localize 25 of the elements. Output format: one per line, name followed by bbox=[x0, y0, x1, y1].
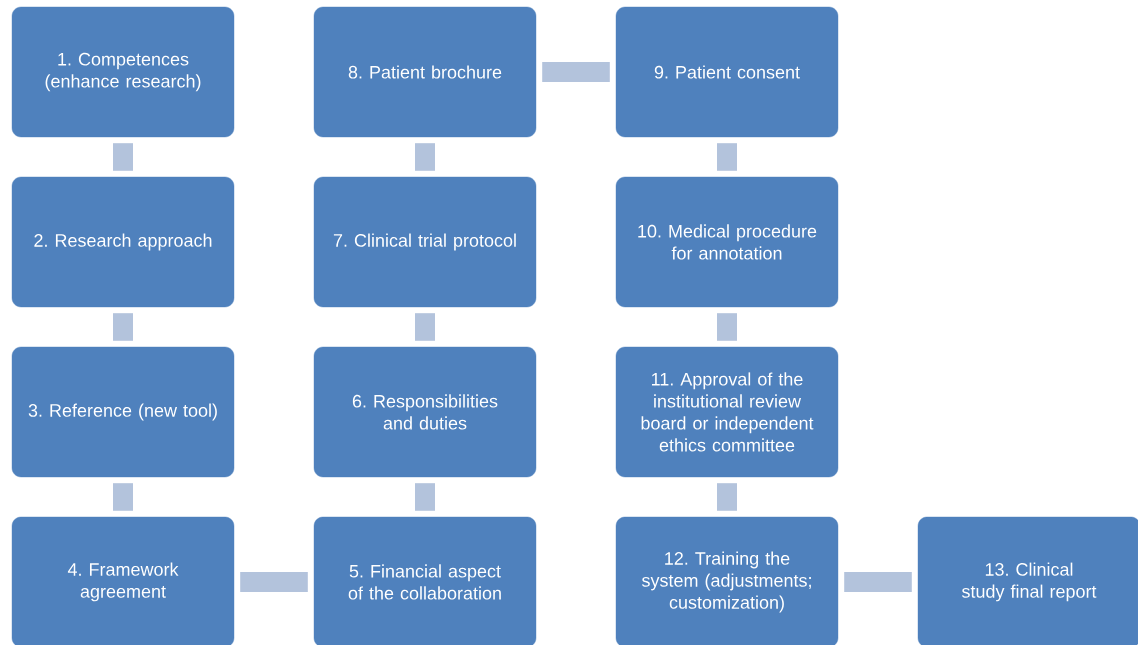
connector-bar bbox=[717, 313, 737, 341]
process-box: 8. Patient brochure bbox=[313, 6, 537, 138]
connector-bar bbox=[113, 313, 133, 341]
process-box: 12. Training the system (adjustments; customization) bbox=[615, 516, 839, 645]
connector-bar bbox=[717, 143, 737, 171]
process-box: 11. Approval of the institutional review board or independent ethics committee bbox=[615, 346, 839, 478]
process-box: 4. Framework agreement bbox=[11, 516, 235, 645]
process-box: 9. Patient consent bbox=[615, 6, 839, 138]
connector-bar bbox=[240, 572, 308, 592]
connector-bar bbox=[415, 313, 435, 341]
process-box: 5. Financial aspect of the collaboration bbox=[313, 516, 537, 645]
process-box: 10. Medical procedure for annotation bbox=[615, 176, 839, 308]
connector-bar bbox=[542, 62, 610, 82]
process-box: 2. Research approach bbox=[11, 176, 235, 308]
connector-bar bbox=[113, 483, 133, 511]
process-box: 7. Clinical trial protocol bbox=[313, 176, 537, 308]
process-box: 6. Responsibilities and duties bbox=[313, 346, 537, 478]
connector-bar bbox=[415, 483, 435, 511]
process-box: 13. Clinical study final report bbox=[917, 516, 1138, 645]
connector-bar bbox=[844, 572, 912, 592]
connector-bar bbox=[717, 483, 737, 511]
connector-bar bbox=[113, 143, 133, 171]
process-box: 1. Competences (enhance research) bbox=[11, 6, 235, 138]
process-box: 3. Reference (new tool) bbox=[11, 346, 235, 478]
connector-bar bbox=[415, 143, 435, 171]
